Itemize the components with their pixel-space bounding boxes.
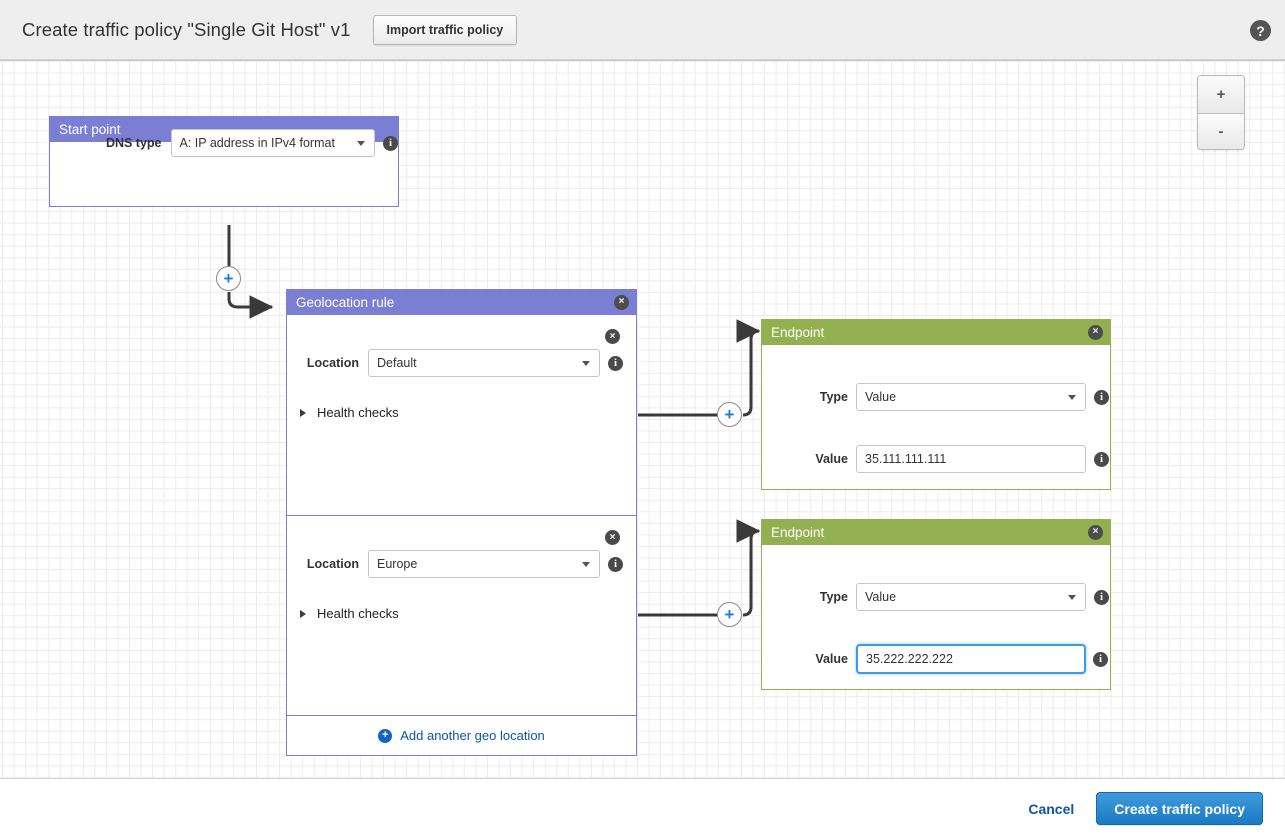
location-value: Europe [377, 557, 418, 571]
zoom-in-button[interactable]: + [1198, 76, 1244, 113]
app-header: Create traffic policy "Single Git Host" … [0, 0, 1285, 61]
health-checks-toggle[interactable]: Health checks [300, 606, 399, 621]
endpoint-title: Endpoint [771, 324, 825, 340]
cancel-button[interactable]: Cancel [1028, 800, 1075, 817]
endpoint-type-value: Value [865, 390, 897, 404]
geo-location-row: Location Europe i [287, 550, 636, 578]
add-geo-location-button[interactable]: + Add another geo location [287, 715, 636, 755]
close-icon[interactable]: × [1088, 524, 1103, 540]
chevron-down-icon [582, 562, 590, 567]
endpoint-node[interactable]: Endpoint × Type Value i Value 35.222.222… [761, 519, 1111, 690]
geo-location-row: Location Default i [287, 349, 636, 377]
endpoint-type-row: Type Value i [762, 383, 1110, 411]
location-label: Location [306, 557, 359, 571]
health-checks-label: Health checks [317, 606, 399, 621]
chevron-right-icon [300, 609, 306, 618]
add-rule-plus-node-1[interactable]: + [216, 266, 241, 291]
endpoint-type-label: Type [819, 390, 848, 404]
start-point-body: DNS type A: IP address in IPv4 format i [50, 129, 398, 206]
dns-type-row: DNS type A: IP address in IPv4 format i [50, 129, 398, 157]
location-info-icon[interactable]: i [608, 556, 623, 572]
location-info-icon[interactable]: i [608, 355, 623, 371]
location-label: Location [306, 356, 359, 370]
dns-type-label: DNS type [105, 136, 162, 150]
location-select[interactable]: Default [368, 349, 600, 377]
endpoint-value-info-icon[interactable]: i [1093, 651, 1108, 667]
add-rule-plus-node-2[interactable]: + [717, 402, 742, 427]
endpoint-type-value: Value [865, 590, 897, 604]
zoom-out-button[interactable]: - [1198, 112, 1244, 149]
endpoint-value-row: Value 35.111.111.111 i [762, 445, 1110, 473]
close-icon[interactable]: × [614, 294, 629, 310]
endpoint-type-row: Type Value i [762, 583, 1110, 611]
endpoint-type-label: Type [819, 590, 848, 604]
chevron-down-icon [582, 361, 590, 366]
endpoint-header: Endpoint × [762, 319, 1110, 345]
geo-location-section: × Location Default i Health checks [287, 315, 636, 515]
location-value: Default [377, 356, 417, 370]
create-traffic-policy-button[interactable]: Create traffic policy [1096, 792, 1263, 825]
remove-geo-location-icon[interactable]: × [605, 329, 620, 344]
dns-type-select[interactable]: A: IP address in IPv4 format [170, 129, 375, 157]
geo-location-section: × Location Europe i Health checks [287, 515, 636, 715]
endpoint-type-info-icon[interactable]: i [1094, 389, 1109, 405]
endpoint-type-info-icon[interactable]: i [1094, 589, 1109, 605]
action-bar: Cancel Create traffic policy [0, 778, 1285, 838]
endpoint-value-row: Value 35.222.222.222 i [762, 644, 1110, 674]
chevron-down-icon [357, 141, 365, 146]
plus-circle-icon: + [378, 728, 393, 743]
endpoint-header: Endpoint × [762, 519, 1110, 545]
geolocation-rule-title: Geolocation rule [296, 294, 395, 310]
endpoint-node[interactable]: Endpoint × Type Value i Value 35.111.111… [761, 319, 1111, 490]
remove-geo-location-icon[interactable]: × [605, 530, 620, 545]
chevron-down-icon [1068, 595, 1076, 600]
add-geo-location-label: Add another geo location [400, 728, 545, 743]
endpoint-value-label: Value [815, 452, 848, 466]
endpoint-type-select[interactable]: Value [856, 383, 1086, 411]
health-checks-toggle[interactable]: Health checks [300, 405, 399, 420]
geolocation-rule-body: × Location Default i Health checks × [287, 315, 636, 755]
endpoint-body: Type Value i Value 35.222.222.222 i [762, 545, 1110, 689]
endpoint-value-label: Value [815, 652, 848, 666]
health-checks-label: Health checks [317, 405, 399, 420]
endpoint-value-text: 35.222.222.222 [866, 652, 953, 666]
policy-canvas[interactable]: + - Start point DNS type A: IP address i… [0, 61, 1285, 778]
chevron-right-icon [300, 408, 306, 417]
endpoint-type-select[interactable]: Value [856, 583, 1086, 611]
dns-type-value: A: IP address in IPv4 format [179, 136, 335, 150]
location-select[interactable]: Europe [368, 550, 600, 578]
endpoint-value-text: 35.111.111.111 [865, 452, 947, 466]
connector-wires [227, 225, 761, 617]
chevron-down-icon [1068, 395, 1076, 400]
help-icon[interactable]: ? [1250, 20, 1271, 41]
close-icon[interactable]: × [1088, 324, 1103, 340]
endpoint-body: Type Value i Value 35.111.111.111 i [762, 345, 1110, 489]
start-point-title: Start point [59, 121, 121, 137]
geolocation-rule-node[interactable]: Geolocation rule × × Location Default i … [286, 289, 637, 756]
geolocation-rule-header: Geolocation rule × [287, 289, 636, 315]
endpoint-title: Endpoint [771, 524, 825, 540]
endpoint-value-input[interactable]: 35.111.111.111 [856, 445, 1086, 473]
import-traffic-policy-button[interactable]: Import traffic policy [372, 14, 518, 45]
add-rule-plus-node-3[interactable]: + [717, 602, 742, 627]
endpoint-value-input[interactable]: 35.222.222.222 [856, 644, 1086, 674]
canvas-zoom-controls[interactable]: + - [1197, 75, 1245, 150]
page-title: Create traffic policy "Single Git Host" … [22, 18, 351, 40]
dns-type-info-icon[interactable]: i [383, 135, 398, 151]
endpoint-value-info-icon[interactable]: i [1094, 451, 1109, 467]
start-point-node[interactable]: Start point DNS type A: IP address in IP… [49, 116, 399, 207]
